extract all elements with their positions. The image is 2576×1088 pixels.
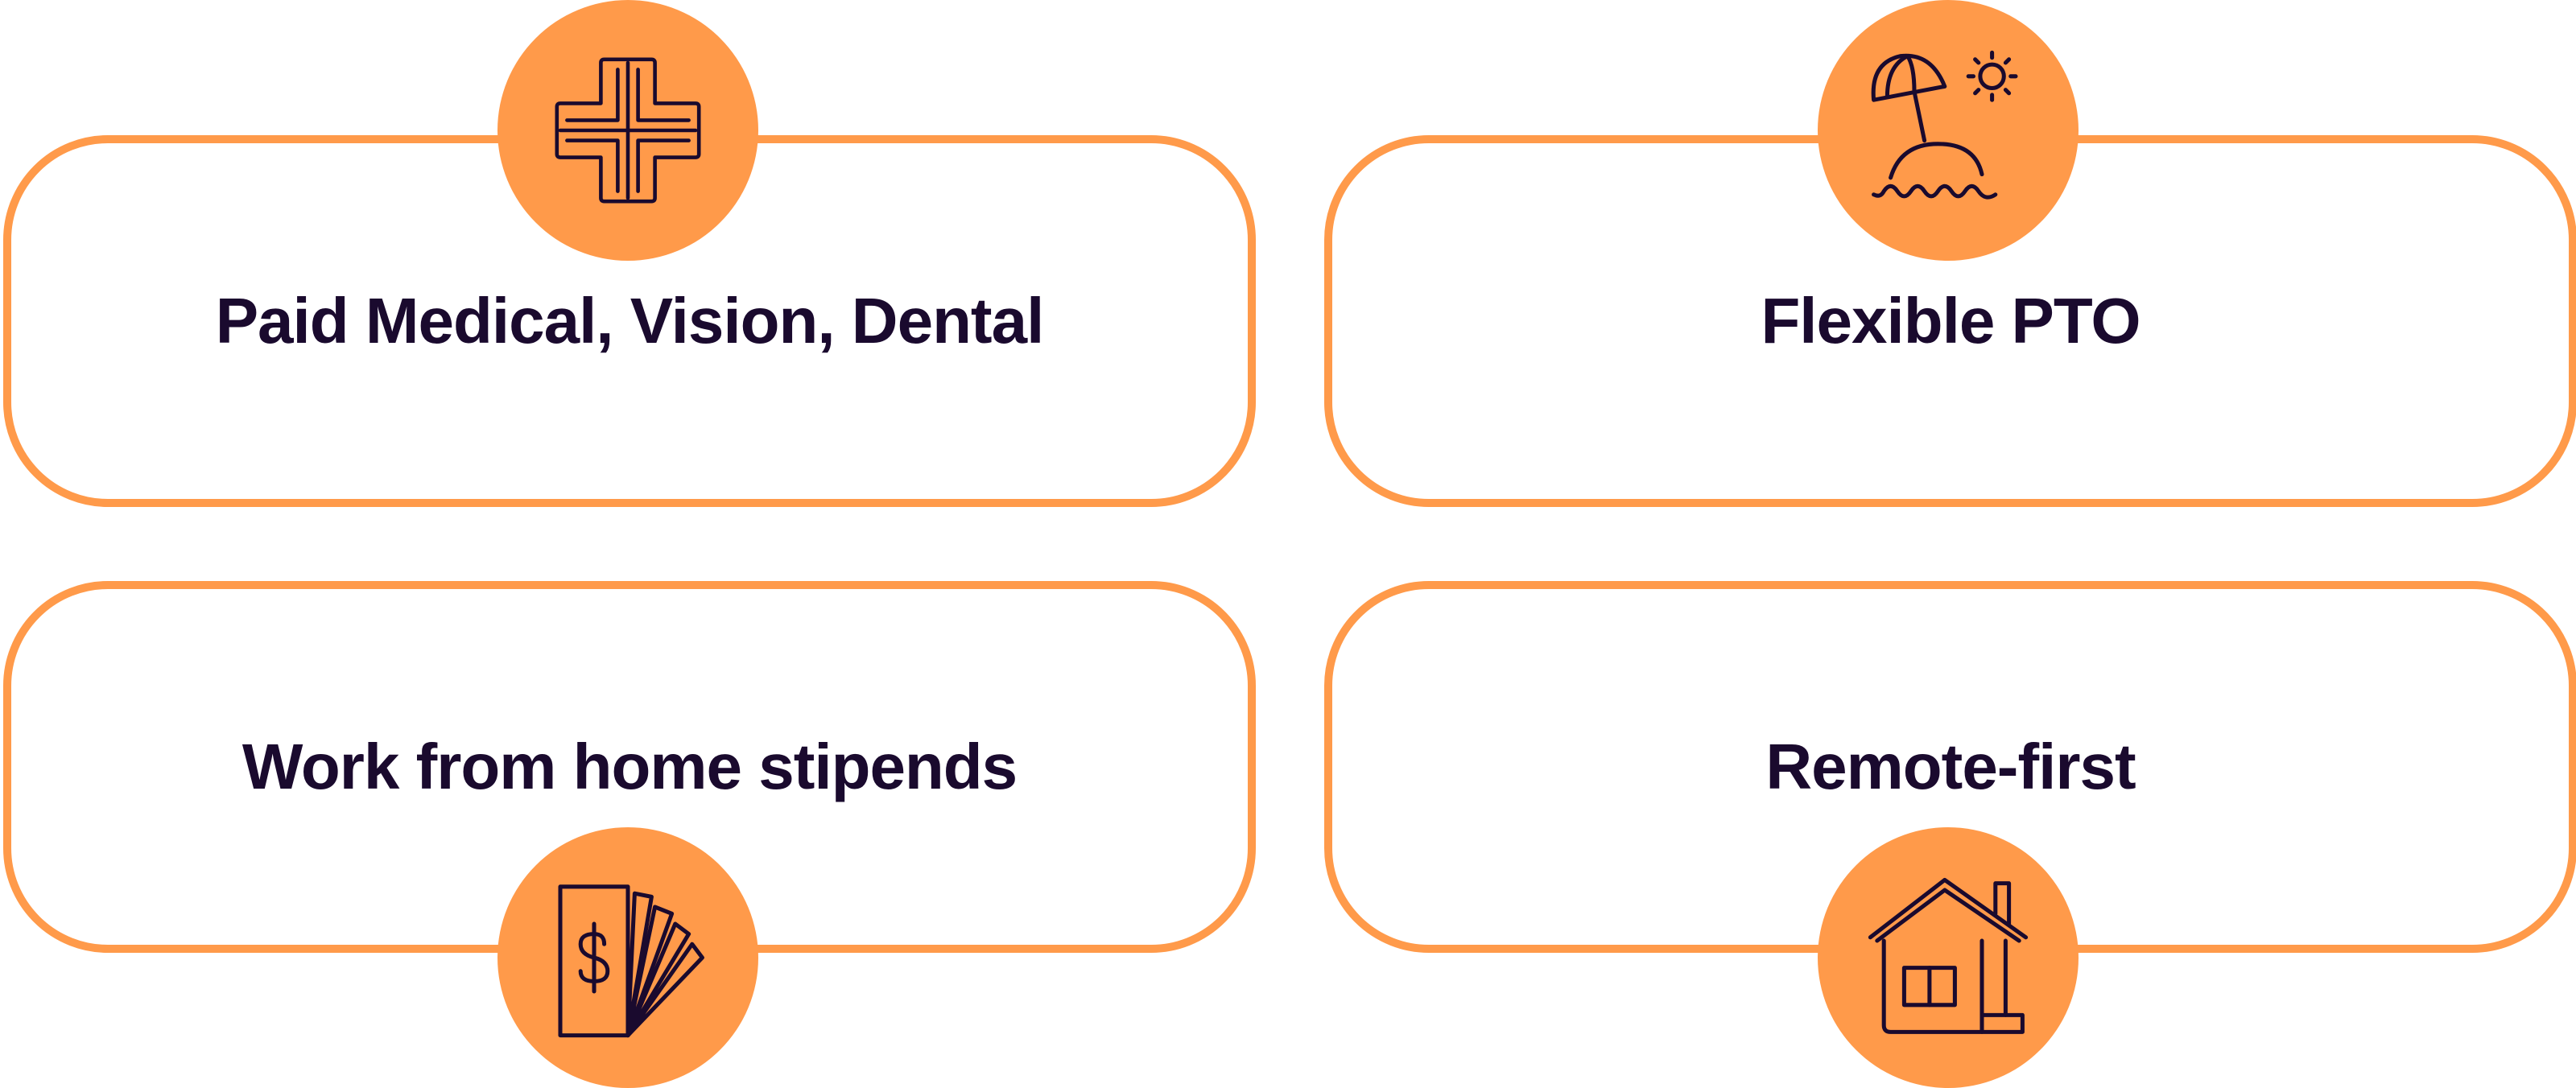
benefit-label: Flexible PTO xyxy=(1761,285,2140,356)
benefit-label: Work from home stipends xyxy=(242,731,1018,802)
benefit-label: Remote-first xyxy=(1765,731,2136,802)
benefit-label: Paid Medical, Vision, Dental xyxy=(215,285,1045,356)
house-icon xyxy=(1868,877,2029,1034)
stipend-badge xyxy=(497,827,758,1088)
vacation-badge xyxy=(1818,0,2079,261)
medical-badge xyxy=(497,0,758,261)
money-stack-icon xyxy=(558,884,704,1038)
medical-cross-icon xyxy=(555,57,701,204)
beach-umbrella-icon xyxy=(1871,50,2018,200)
remote-badge xyxy=(1818,827,2079,1088)
